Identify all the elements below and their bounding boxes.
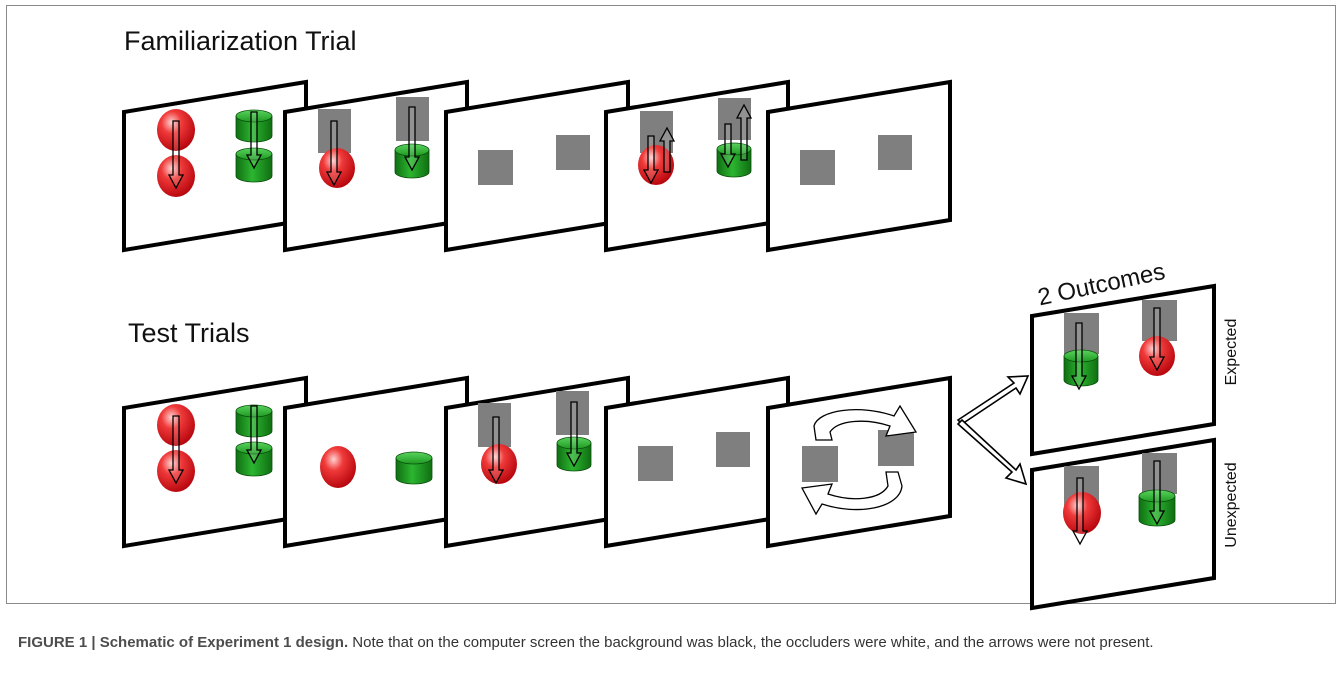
green-cylinder-top: [235, 109, 273, 123]
down-arrow: [1071, 477, 1089, 546]
occluder: [800, 150, 835, 185]
green-cylinder-top: [235, 441, 273, 455]
down-arrow: [1070, 322, 1088, 391]
unexpected-label: Unexpected: [1223, 462, 1240, 547]
caption-label: FIGURE 1 | Schematic of Experiment 1 des…: [18, 634, 349, 651]
screen-panel: [766, 375, 952, 549]
occluder: [638, 446, 673, 481]
screen-panel: [604, 79, 790, 253]
figure-frame: [6, 5, 1336, 604]
screen-panel: [766, 79, 952, 253]
down-arrow: [565, 401, 583, 468]
occluder: [878, 135, 912, 170]
green-cylinder-top: [1138, 489, 1176, 503]
occluder: [478, 150, 513, 185]
figure-caption: FIGURE 1 | Schematic of Experiment 1 des…: [18, 632, 1328, 653]
screen-panel: [122, 375, 308, 549]
occluder: [802, 446, 838, 482]
screen-panel: [444, 375, 630, 549]
down-arrow: [167, 120, 185, 190]
occluder: [318, 109, 351, 153]
green-cylinder-top: [235, 147, 273, 161]
up-arrow: [735, 103, 753, 161]
green-cylinder: [1138, 495, 1176, 527]
down-arrow: [1148, 307, 1166, 372]
expected-branch-arrow: [956, 375, 1030, 426]
green-cylinder: [716, 148, 752, 178]
green-cylinder: [1063, 355, 1099, 387]
screen-panel: [1030, 283, 1216, 457]
red-ball: [157, 155, 195, 197]
occluder: [718, 98, 751, 140]
green-cylinder-top: [235, 404, 273, 418]
green-cylinder: [235, 115, 273, 143]
red-ball: [157, 404, 195, 446]
down-arrow: [245, 111, 263, 170]
green-cylinder: [395, 457, 433, 485]
screen-panel: [283, 375, 469, 549]
green-cylinder: [556, 442, 592, 472]
expected-label: Expected: [1223, 319, 1240, 386]
unexpected-branch-arrow: [956, 418, 1028, 486]
down-arrow: [403, 106, 421, 172]
occluder: [878, 430, 914, 466]
occluder: [396, 97, 429, 141]
down-arrow: [719, 123, 737, 169]
swap-arrow-bottom: [800, 471, 903, 516]
red-ball: [1139, 336, 1175, 376]
green-cylinder-top: [395, 451, 433, 465]
screen-panel: [122, 79, 308, 253]
down-arrow: [487, 416, 505, 485]
green-cylinder-top: [556, 436, 592, 450]
up-arrow: [658, 126, 676, 173]
screen-panel: [444, 79, 630, 253]
red-ball: [1063, 492, 1101, 534]
down-arrow: [325, 120, 343, 187]
occluder: [478, 403, 511, 447]
test-trials-heading: Test Trials: [128, 318, 250, 348]
down-arrow: [1148, 460, 1166, 526]
down-arrow: [245, 405, 263, 465]
occluder: [556, 135, 590, 170]
red-ball: [320, 446, 356, 488]
green-cylinder: [394, 149, 430, 179]
caption-text: Note that on the computer screen the bac…: [348, 634, 1154, 651]
screen-panel: [1030, 437, 1216, 611]
screen-panel: [604, 375, 790, 549]
screen-panel: [283, 79, 469, 253]
down-arrow: [642, 135, 660, 185]
occluder: [556, 391, 589, 435]
down-arrow: [167, 415, 185, 485]
green-cylinder-top: [394, 143, 430, 157]
occluder: [716, 432, 750, 467]
red-ball: [157, 109, 195, 151]
green-cylinder: [235, 410, 273, 438]
swap-arrow-top: [813, 404, 918, 441]
familiarization-heading: Familiarization Trial: [124, 26, 357, 56]
red-ball: [157, 450, 195, 492]
green-cylinder-top: [1063, 349, 1099, 363]
